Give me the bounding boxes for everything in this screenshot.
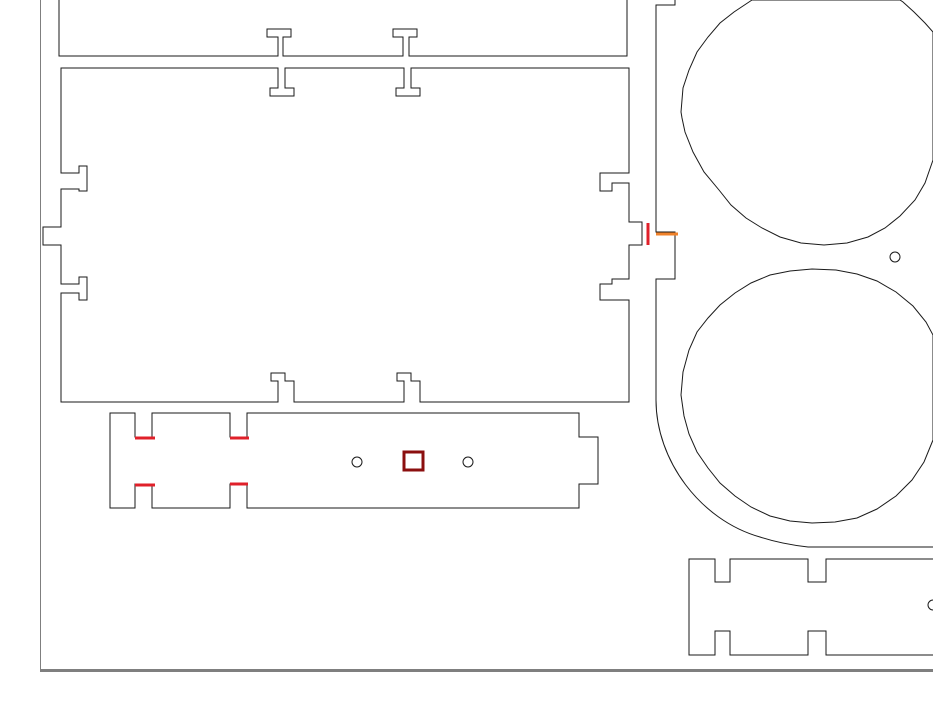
top-panel-outline bbox=[58, 0, 628, 57]
bottom-right-strip-hole-edge bbox=[927, 599, 933, 611]
strip-panel-outline bbox=[109, 412, 599, 509]
sheet-bottom-edge bbox=[40, 669, 933, 672]
bottom-right-strip-outline bbox=[688, 558, 933, 656]
strip-center-square bbox=[402, 450, 425, 472]
upper-circle-cutout bbox=[680, 0, 933, 246]
small-mount-hole bbox=[889, 251, 901, 263]
round-panel-outline bbox=[655, 0, 933, 548]
large-panel-outline bbox=[42, 67, 643, 403]
strip-left-hole bbox=[351, 456, 363, 468]
lower-circle-cutout bbox=[680, 268, 933, 524]
strip-right-hole bbox=[462, 456, 474, 468]
